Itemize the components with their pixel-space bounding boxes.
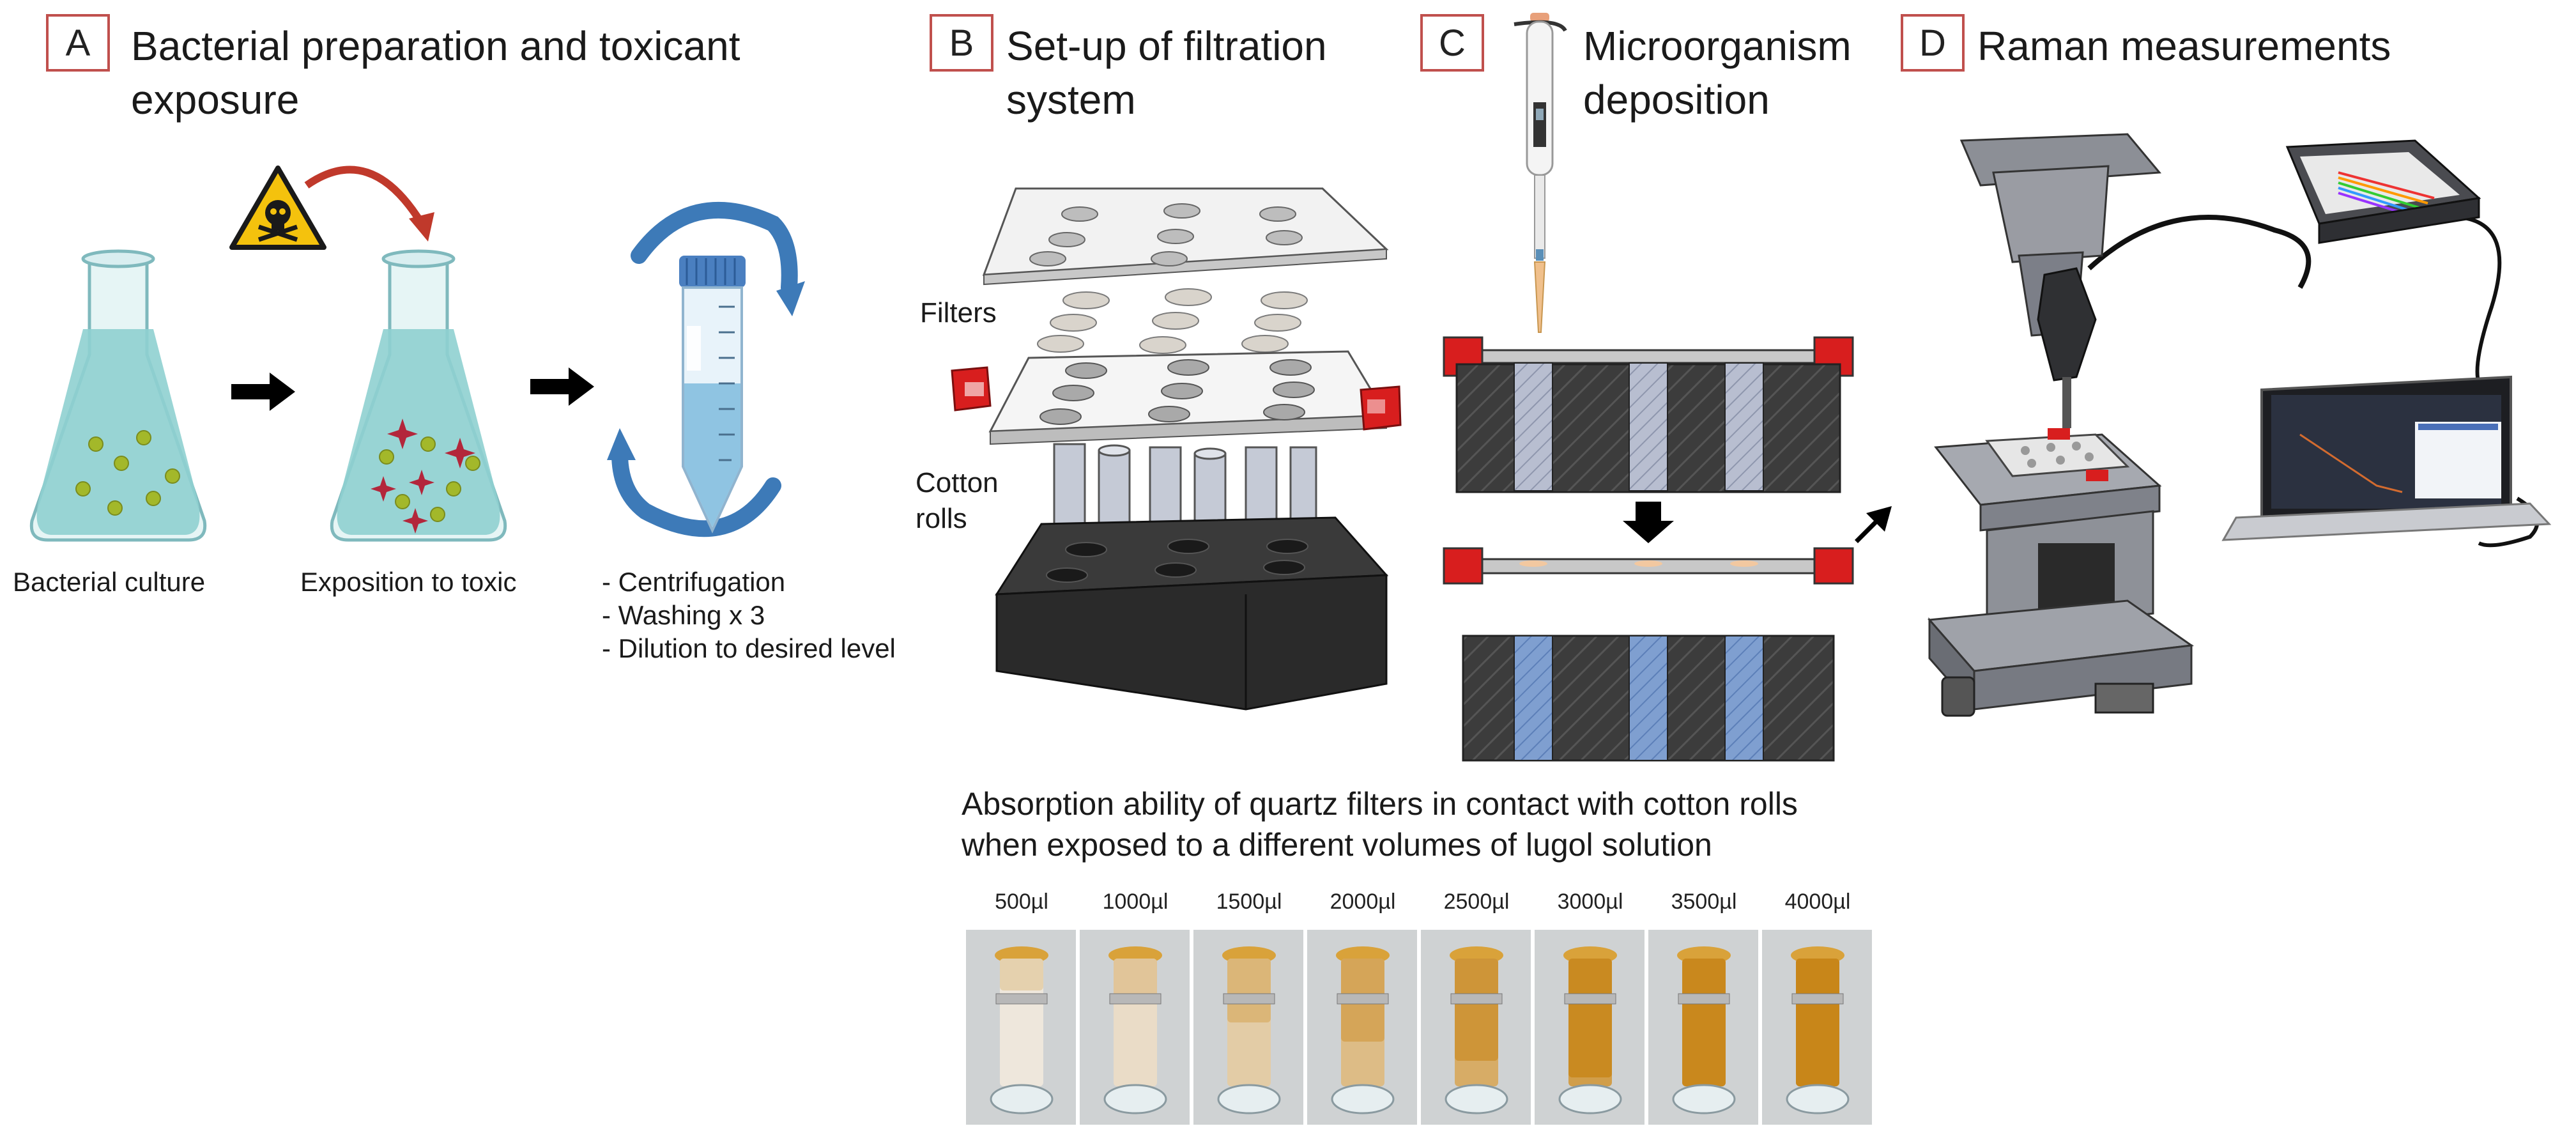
raman-mount-arm — [1959, 133, 2162, 337]
cotton-roll-photo — [1193, 930, 1303, 1125]
process-step: - Washing x 3 — [602, 600, 765, 630]
absorption-caption: Absorption ability of quartz filters in … — [962, 783, 1798, 865]
cotton-roll-photo — [1421, 930, 1531, 1125]
filter-discs — [1037, 288, 1308, 354]
volume-label: 3000µl — [1557, 890, 1623, 914]
panel-letter-c: C — [1420, 14, 1484, 72]
volume-label: 2500µl — [1443, 890, 1510, 914]
right-arrow-icon — [530, 367, 594, 406]
cotton-roll-photo — [1080, 930, 1190, 1125]
raman-setup — [1927, 133, 2552, 717]
cotton-rolls-line1: Cotton — [916, 467, 999, 498]
panel-letter-b: B — [930, 14, 993, 72]
volume-label: 500µl — [995, 890, 1048, 914]
right-arrow-icon — [231, 373, 295, 411]
panel-c-title: Microorganism deposition — [1583, 19, 1851, 127]
deposition-cross-section — [1443, 336, 1854, 762]
bacterial-culture-label: Bacterial culture — [13, 567, 206, 597]
sample-stage — [1927, 428, 2195, 717]
volume-label: 4000µl — [1784, 890, 1851, 914]
panel-b-title-line1: Set-up of filtration — [1006, 23, 1327, 69]
panel-d-title: Raman measurements — [1977, 23, 2391, 69]
cotton-rolls-line2: rolls — [916, 503, 967, 534]
cotton-roll-photo — [1535, 930, 1644, 1125]
panel-c-title-line2: deposition — [1583, 77, 1770, 123]
process-step: - Centrifugation — [602, 567, 786, 597]
rotation-arrow-icon — [607, 201, 805, 537]
filtration-system — [951, 187, 1402, 711]
red-clamp — [951, 366, 992, 412]
toxic-exposure-flask — [330, 249, 507, 542]
panel-a-title-line1: Bacterial preparation and toxicant — [131, 23, 740, 69]
cotton-rolls-label: Cotton rolls — [916, 465, 999, 537]
laptop — [2221, 375, 2552, 541]
exposition-label: Exposition to toxic — [300, 567, 517, 597]
centrifuge-tube — [679, 256, 746, 534]
panel-b-title-line2: system — [1006, 77, 1136, 123]
volume-label: 1000µl — [1102, 890, 1169, 914]
absorption-caption-line2: when exposed to a different volumes of l… — [962, 827, 1712, 863]
cotton-roll-photo — [966, 930, 1076, 1125]
red-clamp — [1360, 385, 1402, 431]
skull-hazard-icon — [229, 166, 326, 250]
panel-a-title: Bacterial preparation and toxicant expos… — [131, 19, 740, 127]
volume-label: 3500µl — [1671, 890, 1737, 914]
cotton-roll-photo — [1307, 930, 1417, 1125]
pipette-icon — [1514, 13, 1567, 333]
spectrometer — [2285, 139, 2481, 244]
base-block — [995, 516, 1389, 711]
process-steps: - Centrifugation - Washing x 3 - Dilutio… — [602, 566, 896, 665]
volume-label: 2000µl — [1330, 890, 1396, 914]
panel-a-title-line2: exposure — [131, 77, 300, 123]
cotton-roll-photos — [966, 930, 1872, 1125]
panel-b-title: Set-up of filtration system — [1006, 19, 1327, 127]
red-curved-arrow-icon — [304, 166, 434, 242]
panel-c-title-line1: Microorganism — [1583, 23, 1851, 69]
filters-label: Filters — [920, 297, 997, 328]
process-step: - Dilution to desired level — [602, 633, 896, 663]
panel-letter-a: A — [46, 14, 110, 72]
cotton-roll-photo — [1648, 930, 1758, 1125]
right-arrow-icon — [1855, 506, 1892, 543]
bacterial-culture-flask — [29, 249, 207, 542]
panel-letter-d: D — [1901, 14, 1965, 72]
absorption-caption-line1: Absorption ability of quartz filters in … — [962, 786, 1798, 822]
raman-probe — [2037, 267, 2097, 428]
volume-label: 1500µl — [1216, 890, 1282, 914]
cotton-roll-photo — [1762, 930, 1872, 1125]
middle-plate — [988, 350, 1388, 445]
top-plate — [982, 187, 1389, 286]
